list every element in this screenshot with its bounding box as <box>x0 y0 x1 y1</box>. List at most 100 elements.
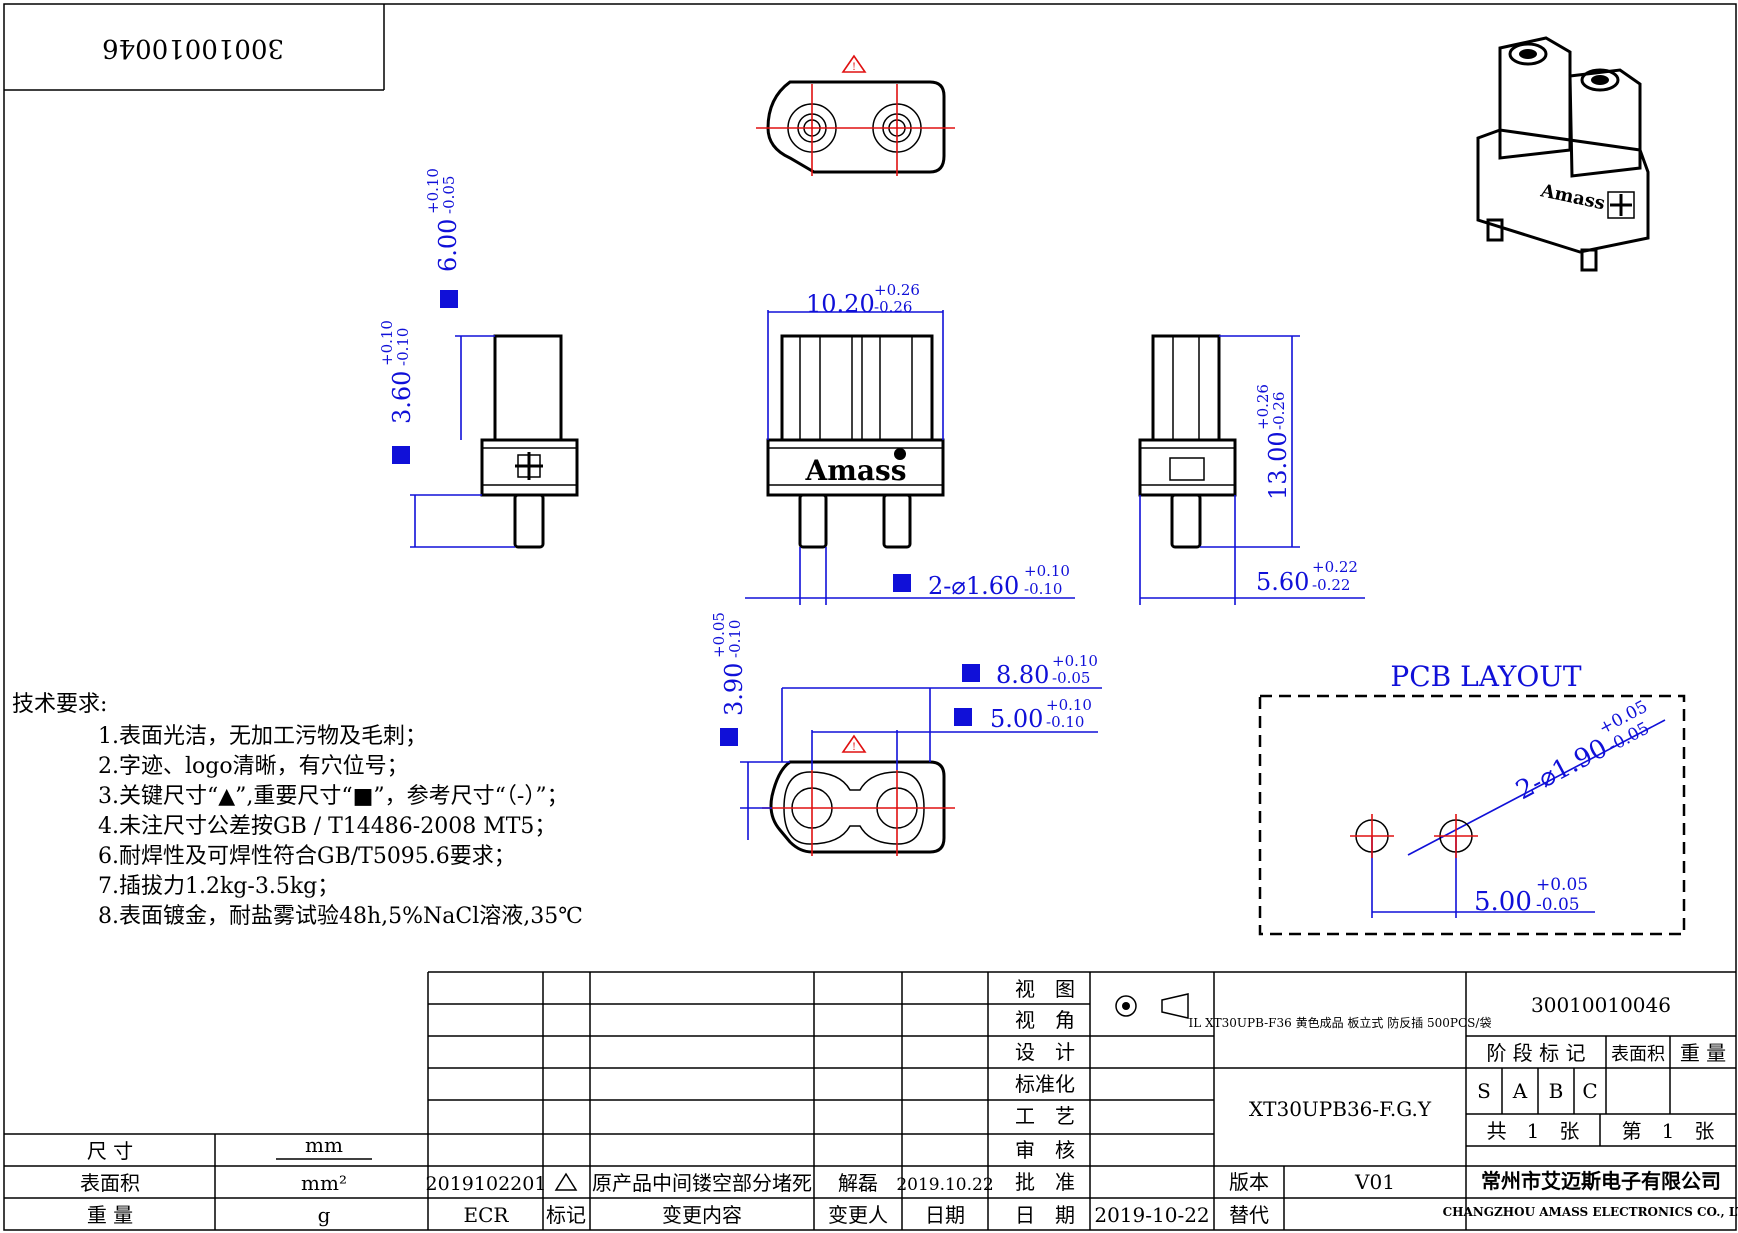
sheet-border <box>3 3 1737 1231</box>
svg-text:6.00: 6.00 <box>434 219 462 272</box>
top-view: ! <box>756 54 955 176</box>
svg-text:日 期: 日 期 <box>1015 1203 1075 1227</box>
svg-text:5.60: 5.60 <box>1256 568 1309 596</box>
left-side-view <box>480 334 579 549</box>
requirement-item: 3.关键尺寸“▲”,重要尺寸“■”，参考尺寸“（-）”； <box>98 784 569 809</box>
svg-text:+0.26: +0.26 <box>874 281 920 299</box>
svg-text:重 量: 重 量 <box>87 1203 133 1227</box>
right-side-view <box>1138 334 1237 549</box>
svg-text:变更人: 变更人 <box>828 1203 888 1227</box>
svg-text:+0.05: +0.05 <box>1536 875 1588 895</box>
svg-text:3.60: 3.60 <box>388 371 416 424</box>
key-dimension-icon <box>841 54 867 73</box>
svg-text:视 角: 视 角 <box>1015 1008 1075 1032</box>
svg-text:+0.10: +0.10 <box>378 320 396 366</box>
svg-text:尺 寸: 尺 寸 <box>87 1139 133 1163</box>
svg-text:设 计: 设 计 <box>1015 1040 1075 1064</box>
svg-text:-0.26: -0.26 <box>874 298 912 316</box>
svg-text:表面积: 表面积 <box>80 1171 140 1195</box>
svg-text:-0.05: -0.05 <box>1052 669 1090 687</box>
svg-text:替代: 替代 <box>1229 1203 1269 1227</box>
dim-bottom-h: 3.90 +0.05 -0.10 <box>710 612 748 716</box>
svg-text:+0.10: +0.10 <box>1046 696 1092 714</box>
svg-text:-0.05: -0.05 <box>1536 895 1580 915</box>
svg-text:+0.10: +0.10 <box>1052 652 1098 670</box>
svg-text:13.00: 13.00 <box>1264 431 1292 500</box>
requirement-item: 1.表面光洁，无加工污物及毛刺； <box>98 724 427 749</box>
pcb-pitch-dim: 5.00 <box>1474 887 1532 917</box>
svg-text:+0.26: +0.26 <box>1254 384 1272 430</box>
svg-text:10.20: 10.20 <box>806 290 875 318</box>
dim-side-width: 5.60 +0.22 -0.22 <box>1256 558 1358 596</box>
title-block-lines <box>4 971 1736 1230</box>
description: IL XT30UPB-F36 黄色成品 板立式 防反插 500PCS/袋 <box>1189 1015 1492 1030</box>
svg-text:-0.10: -0.10 <box>726 620 744 658</box>
bottom-view: ! <box>762 734 955 856</box>
svg-text:2019-10-22: 2019-10-22 <box>1094 1203 1209 1227</box>
svg-text:mm²: mm² <box>301 1171 347 1195</box>
svg-text:!: ! <box>852 62 856 73</box>
projection-icon <box>1115 993 1189 1019</box>
change-content: 原产品中间镂空部分堵死 <box>592 1171 812 1195</box>
pcb-title: PCB LAYOUT <box>1390 660 1581 693</box>
important-markers <box>392 290 980 746</box>
svg-text:-0.22: -0.22 <box>1312 576 1350 594</box>
company-cn: 常州市艾迈斯电子有限公司 <box>1481 1169 1721 1193</box>
svg-text:Amass: Amass <box>1538 180 1607 214</box>
svg-text:+0.10: +0.10 <box>424 168 442 214</box>
dim-pitch: 5.00 +0.10 -0.10 <box>990 696 1092 733</box>
requirements-title: 技术要求: <box>12 692 108 717</box>
svg-text:阶 段 标 记: 阶 段 标 记 <box>1486 1041 1585 1065</box>
svg-text:批 准: 批 准 <box>1015 1170 1075 1194</box>
svg-text:解磊: 解磊 <box>838 1171 878 1195</box>
dim-height: 13.00 +0.26 -0.26 <box>1254 384 1292 500</box>
plus-icon <box>515 452 543 480</box>
svg-text:重 量: 重 量 <box>1680 1041 1726 1065</box>
svg-text:工 艺: 工 艺 <box>1015 1104 1075 1128</box>
corner-drawing-number: 30010010046 <box>102 33 284 63</box>
part-number: 30010010046 <box>1531 993 1671 1017</box>
svg-text:-0.10: -0.10 <box>1024 580 1062 598</box>
svg-text:+0.05: +0.05 <box>710 612 728 658</box>
dim-top-width: 10.20 +0.26 -0.26 <box>806 281 920 318</box>
dim-body-height: 6.00 +0.10 -0.05 <box>424 168 462 272</box>
dim-pin-len: 3.60 +0.10 -0.10 <box>378 320 416 424</box>
svg-text:审 核: 审 核 <box>1015 1138 1075 1162</box>
requirement-item: 4.未注尺寸公差按GB / T14486-2008 MT5； <box>98 814 557 839</box>
version: V01 <box>1354 1170 1395 1194</box>
front-view: Amass <box>766 334 945 549</box>
title-block-text: 视 图 视 角 设 计 标准化 工 艺 审 核 批 准 日 期 2019-10-… <box>80 977 1738 1227</box>
pcb-layout: PCB LAYOUT 2-⌀1.90 +0.05 -0.05 5.00 +0.0… <box>1258 660 1686 936</box>
model-number: XT30UPB36-F.G.Y <box>1249 1097 1432 1121</box>
iso-view: Amass <box>1476 36 1650 272</box>
svg-text:-0.10: -0.10 <box>1046 713 1084 731</box>
svg-text:g: g <box>318 1203 331 1227</box>
svg-text:3.90: 3.90 <box>720 663 748 716</box>
svg-text:-0.05: -0.05 <box>440 176 458 214</box>
dim-bottom-len: 8.80 +0.10 -0.05 <box>996 652 1098 689</box>
dim-pin-dia: 2-⌀1.60 +0.10 -0.10 <box>928 562 1070 600</box>
svg-text:-0.26: -0.26 <box>1270 392 1288 430</box>
svg-text:8.80: 8.80 <box>996 661 1049 689</box>
svg-text:表面积: 表面积 <box>1611 1044 1665 1065</box>
svg-text:5.00: 5.00 <box>990 705 1043 733</box>
svg-text:S: S <box>1477 1079 1491 1103</box>
svg-text:ECR: ECR <box>464 1203 510 1227</box>
svg-text:A: A <box>1512 1079 1528 1103</box>
pcb-hole-dim: 2-⌀1.90 <box>1511 733 1612 806</box>
svg-text:视 图: 视 图 <box>1015 977 1075 1001</box>
svg-text:+0.10: +0.10 <box>1024 562 1070 580</box>
svg-text:!: ! <box>852 742 856 753</box>
requirement-item: 7.插拔力1.2kg-3.5kg； <box>98 874 340 899</box>
svg-text:标准化: 标准化 <box>1015 1072 1075 1096</box>
svg-text:B: B <box>1549 1079 1564 1103</box>
svg-text:2-⌀1.60: 2-⌀1.60 <box>928 572 1019 600</box>
svg-text:日期: 日期 <box>925 1203 965 1227</box>
svg-text:C: C <box>1582 1079 1597 1103</box>
svg-text:mm: mm <box>305 1133 343 1157</box>
svg-text:标记: 标记 <box>546 1203 586 1227</box>
requirement-item: 2.字迹、logo清晰，有穴位号； <box>98 754 409 779</box>
company-en: CHANGZHOU AMASS ELECTRONICS CO., LTD. <box>1443 1205 1738 1219</box>
svg-text:第 1 张: 第 1 张 <box>1622 1119 1715 1143</box>
